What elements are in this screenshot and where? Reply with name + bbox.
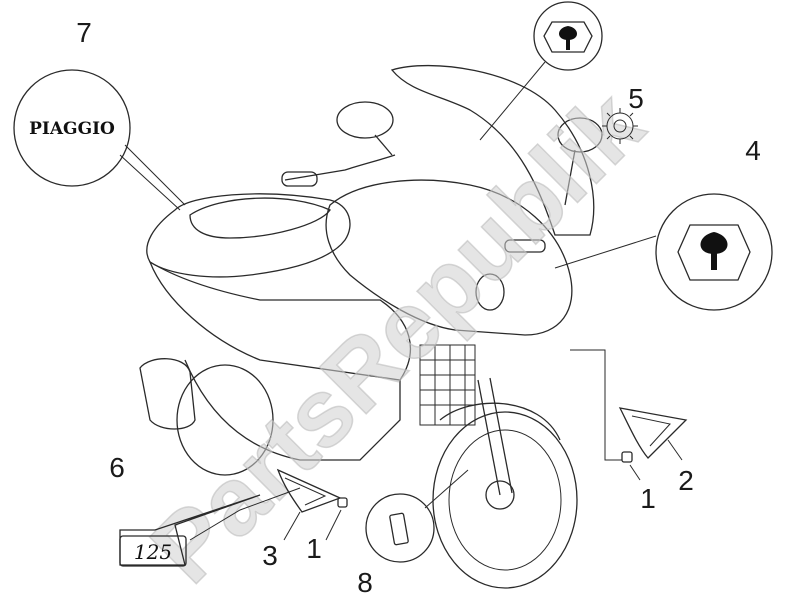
callout-label-1-left: 1 <box>306 533 322 564</box>
callout-label-2: 2 <box>678 465 694 496</box>
decal-125-text: 125 <box>134 540 172 564</box>
callout-label-7: 7 <box>76 17 92 48</box>
callout-label-3: 3 <box>262 540 278 571</box>
headlight <box>475 273 505 311</box>
front-mudguard <box>439 402 561 441</box>
piaggio-emblem-icon <box>559 26 577 50</box>
trim-part-2: 2 <box>618 407 694 496</box>
gear-icon <box>602 108 638 144</box>
callout-label-5: 5 <box>628 83 644 114</box>
scooter-drawing <box>139 64 603 589</box>
leader-line-6 <box>189 487 301 541</box>
front-fairing <box>325 179 573 336</box>
leader-line-1-right <box>629 464 641 481</box>
grip <box>281 171 318 187</box>
decal-8-icon <box>389 512 409 546</box>
callout-label-4: 4 <box>745 135 761 166</box>
decal-bubble-8 <box>365 493 435 563</box>
trim-part-3: 3 <box>262 468 342 571</box>
mirror-right <box>557 117 603 206</box>
callout-label-1-right: 1 <box>640 483 656 514</box>
leader-line-1-left <box>325 509 342 541</box>
emblem-bubble-large <box>655 193 773 311</box>
logo-bubble <box>13 69 131 187</box>
leader-line-4 <box>554 235 657 269</box>
radiator-grille <box>419 344 476 426</box>
front-hub <box>485 480 515 510</box>
mirror-left <box>336 101 394 156</box>
rear-wheel <box>176 364 274 476</box>
callout-label-6: 6 <box>109 452 125 483</box>
callout-5: 5 <box>479 1 644 144</box>
front-fork <box>477 377 513 496</box>
leader-line-7 <box>119 144 186 211</box>
leader-line-5 <box>479 61 546 141</box>
side-panel <box>148 260 412 381</box>
callout-label-8: 8 <box>357 567 373 598</box>
callout-4: 4 <box>554 135 773 311</box>
front-rim <box>448 429 562 571</box>
leader-line-3 <box>283 511 301 541</box>
callout-6: 125 6 <box>109 452 301 567</box>
handlebar <box>284 154 396 181</box>
lower-skirt <box>184 359 401 461</box>
watermark-text: PartsRepublik <box>131 71 664 600</box>
hexagon-frame-large <box>677 224 751 281</box>
piaggio-emblem-icon-large <box>700 232 728 270</box>
indicator <box>504 239 546 253</box>
leader-line-8 <box>424 469 469 509</box>
decal-125-frame <box>119 535 187 567</box>
hexagon-frame <box>543 21 593 53</box>
clip-part-1-right: 1 <box>621 451 656 514</box>
muffler <box>139 358 196 430</box>
emblem-bubble-small <box>533 1 603 71</box>
callout-7: PIAGGIO 7 <box>13 17 186 211</box>
callout-8: 8 <box>357 469 469 598</box>
windscreen <box>390 64 595 236</box>
clip-part-1-left: 1 <box>306 497 348 564</box>
bracket-line-right <box>570 349 622 461</box>
leader-line-2 <box>667 439 683 461</box>
piaggio-logo-text: PIAGGIO <box>29 119 115 139</box>
seat <box>189 197 331 239</box>
front-wheel <box>432 411 578 589</box>
